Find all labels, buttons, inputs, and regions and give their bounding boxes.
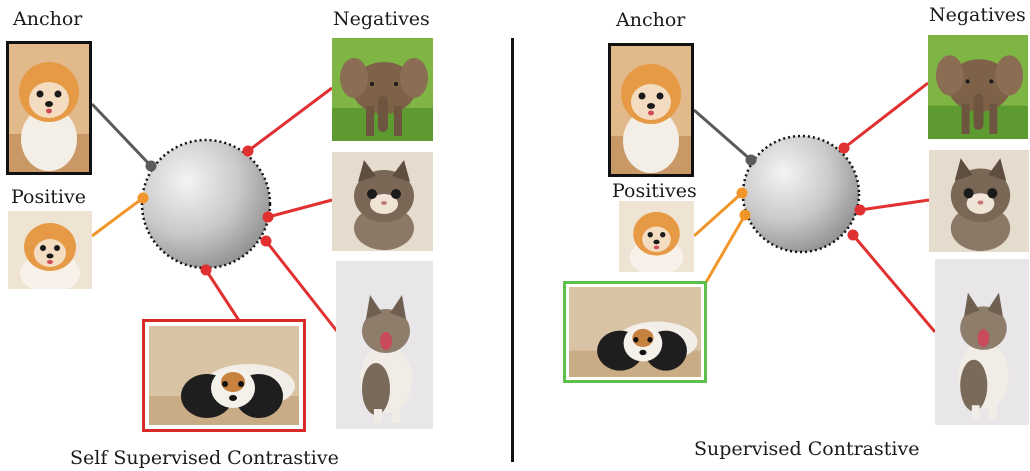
left-negative-kitten-image [332, 152, 433, 251]
right-positives-label: Positives [612, 180, 697, 202]
right-anchor-label: Anchor [616, 9, 686, 31]
left-negative-yawning-kitten-image [336, 261, 433, 429]
right-embedding-sphere [741, 134, 861, 254]
left-caption: Self Supervised Contrastive [70, 447, 339, 469]
right-negative-yawning-kitten-image [935, 259, 1029, 425]
right-positive-spaniel-image [563, 281, 707, 383]
left-anchor-label: Anchor [13, 8, 83, 30]
left-positive-label: Positive [11, 186, 86, 208]
right-negative-kitten-image [929, 150, 1029, 252]
right-negative-elephant-image [928, 35, 1028, 139]
right-negatives-label: Negatives [929, 4, 1026, 26]
left-negative-elephant-image [332, 38, 433, 141]
left-negatives-label: Negatives [333, 8, 430, 30]
panel-divider [511, 38, 514, 462]
right-positive-pomeranian-image [619, 201, 694, 272]
left-positive-image [8, 211, 92, 289]
left-anchor-image [6, 41, 92, 175]
right-caption: Supervised Contrastive [694, 438, 920, 460]
left-negative-spaniel-image [142, 319, 306, 432]
right-anchor-image [608, 43, 694, 177]
